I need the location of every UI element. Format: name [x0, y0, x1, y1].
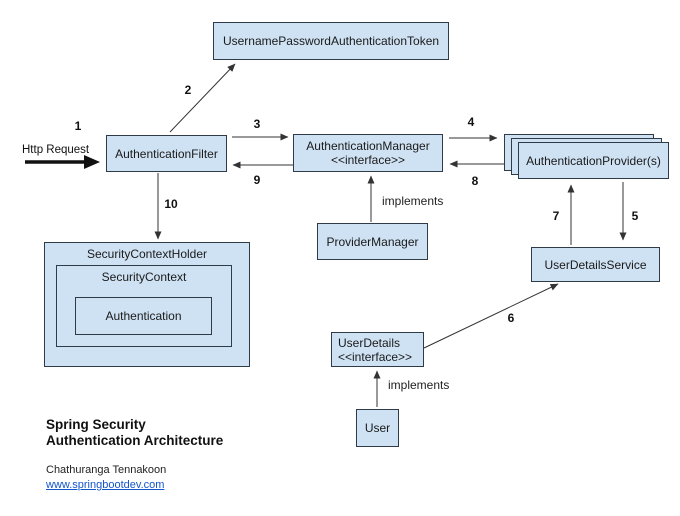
- diagram-title: Spring Security Authentication Architect…: [46, 417, 223, 449]
- box-label: UserDetailsService: [544, 257, 647, 272]
- box-authentication-manager: AuthenticationManager <<interface>>: [293, 134, 443, 172]
- box-provider-manager: ProviderManager: [317, 223, 428, 260]
- box-label: AuthenticationProvider(s): [526, 153, 661, 168]
- step-label-1: 1: [74, 119, 82, 133]
- edge-step-2: [169, 63, 236, 133]
- diagram-title-line1: Spring Security: [46, 417, 146, 432]
- step-label-3: 3: [253, 117, 261, 131]
- author-name: Chathuranga Tennakoon: [46, 464, 167, 476]
- box-label: UserDetails: [338, 335, 401, 350]
- step-label-6: 6: [507, 311, 515, 325]
- box-label: ProviderManager: [326, 234, 419, 249]
- box-label: UsernamePasswordAuthenticationToken: [222, 34, 440, 48]
- box-label: AuthenticationFilter: [115, 146, 218, 161]
- step-label-10: 10: [164, 197, 178, 211]
- box-stereotype: <<interface>>: [330, 153, 406, 167]
- http-request-label: Http Request: [22, 144, 90, 156]
- step-label-4: 4: [467, 115, 475, 129]
- box-authentication-providers: AuthenticationProvider(s): [518, 142, 669, 179]
- box-authentication-filter: AuthenticationFilter: [106, 135, 227, 172]
- implements-label-user: implements: [388, 378, 450, 392]
- box-label: Authentication: [105, 309, 182, 323]
- edge-step-6: [423, 283, 559, 349]
- box-user-details-service: UserDetailsService: [531, 247, 660, 282]
- step-label-9: 9: [253, 173, 261, 187]
- step-label-7: 7: [552, 209, 560, 223]
- box-authentication: Authentication: [75, 297, 212, 335]
- box-label: SecurityContext: [101, 270, 187, 284]
- box-label: User: [364, 421, 391, 435]
- step-label-8: 8: [471, 174, 479, 188]
- box-username-password-authentication-token: UsernamePasswordAuthenticationToken: [213, 22, 449, 60]
- box-user-details: UserDetails <<interface>>: [331, 332, 424, 367]
- box-label: SecurityContextHolder: [86, 247, 208, 261]
- step-label-5: 5: [631, 209, 639, 223]
- http-request-arrow: [25, 155, 100, 169]
- box-label: AuthenticationManager: [306, 139, 430, 153]
- box-stereotype: <<interface>>: [338, 349, 413, 364]
- implements-label-provider-manager: implements: [382, 194, 444, 208]
- website-link[interactable]: www.springbootdev.com: [46, 479, 165, 491]
- step-label-2: 2: [184, 83, 192, 97]
- box-user: User: [356, 409, 399, 447]
- diagram-title-line2: Authentication Architecture: [46, 433, 224, 448]
